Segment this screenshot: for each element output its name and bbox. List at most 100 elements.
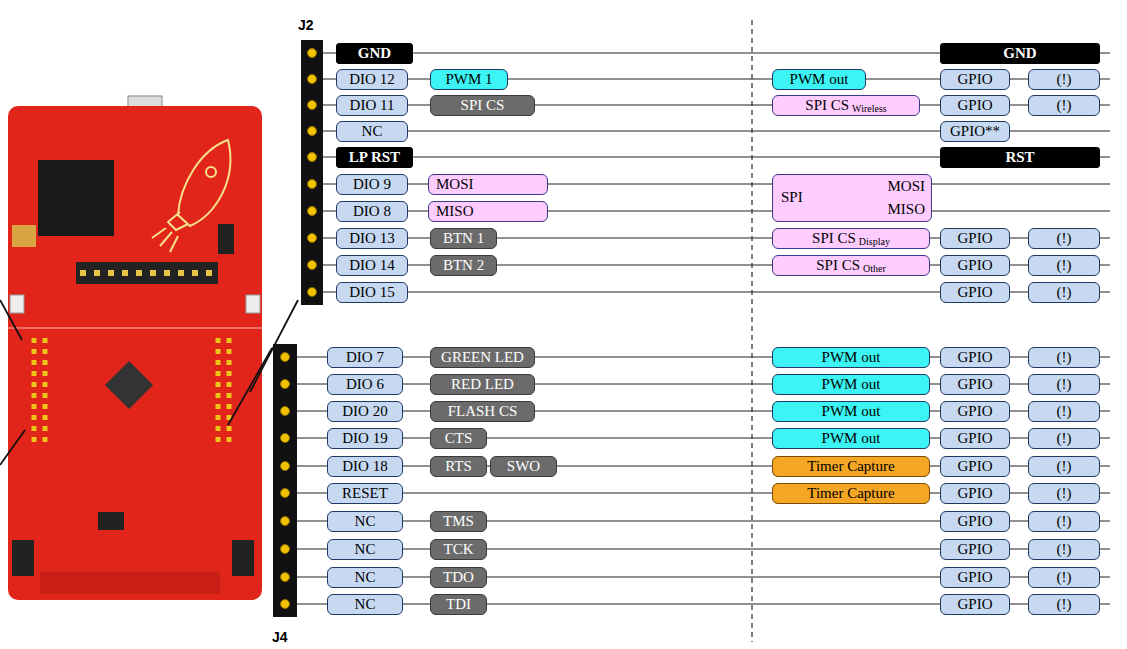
pin-label: GPIO — [957, 514, 992, 529]
pin-label: PWM 1 — [445, 72, 492, 87]
power-box: GND — [336, 43, 413, 64]
spi-signal-column: MOSIMISO — [887, 179, 925, 217]
pin-label: (!) — [1057, 72, 1072, 87]
pin-box: DIO 14 — [336, 255, 408, 276]
pin-column — [227, 338, 232, 445]
function-box: GREEN LED — [430, 347, 535, 368]
pin-label: DIO 15 — [349, 285, 394, 300]
timer-box: Timer Capture — [772, 483, 930, 504]
function-box: SWO — [490, 456, 557, 477]
pin-label: RTS — [445, 459, 472, 474]
pin-box: GPIO — [940, 95, 1010, 116]
pin-box: DIO 19 — [327, 428, 403, 449]
pin-label: GPIO — [957, 285, 992, 300]
pin-label: BTN 1 — [443, 231, 484, 246]
pin-label: (!) — [1057, 597, 1072, 612]
pin-label: GPIO — [957, 350, 992, 365]
pin-label: FLASH CS — [448, 404, 518, 419]
pin-dot — [308, 261, 317, 270]
pin-label: (!) — [1057, 377, 1072, 392]
pin-label: GPIO — [957, 570, 992, 585]
spi-box: MISO — [428, 201, 548, 222]
pin-box: GPIO — [940, 428, 1010, 449]
pin-label: RED LED — [451, 377, 514, 392]
pin-box: (!) — [1028, 456, 1100, 477]
pin-label: DIO 13 — [349, 231, 394, 246]
function-box: CTS — [430, 428, 487, 449]
leader-line — [228, 348, 272, 425]
pin-dot — [308, 101, 317, 110]
pin-box: (!) — [1028, 594, 1100, 615]
pin-column — [216, 338, 221, 445]
pin-label: SPI CS — [461, 98, 505, 113]
pin-box: DIO 9 — [336, 174, 408, 195]
pin-label: DIO 14 — [349, 258, 394, 273]
pin-box: GPIO — [940, 483, 1010, 504]
pin-label: GPIO — [957, 486, 992, 501]
pin-label: SPI CS — [805, 98, 849, 113]
function-box: RTS — [430, 456, 487, 477]
pin-label: (!) — [1057, 542, 1072, 557]
spi-box: MOSI — [428, 174, 548, 195]
pwm-box: PWM out — [772, 374, 930, 395]
header-strip — [273, 344, 297, 617]
leader-lines — [0, 300, 298, 465]
function-box: BTN 2 — [430, 255, 497, 276]
spi-cs-box: SPI CSWireless — [772, 95, 920, 116]
function-box: FLASH CS — [430, 401, 535, 422]
pin-label: NC — [355, 514, 376, 529]
pin-label: TDI — [446, 597, 471, 612]
led-jumper — [98, 512, 124, 530]
power-box: GND — [940, 43, 1100, 64]
pin-dot — [281, 434, 290, 443]
pin-dot — [281, 573, 290, 582]
pin-dot — [308, 127, 317, 136]
pin-box: GPIO — [940, 401, 1010, 422]
pin-label: GPIO — [957, 72, 992, 87]
pin-dot — [281, 489, 290, 498]
timer-box: Timer Capture — [772, 456, 930, 477]
pin-dot — [308, 234, 317, 243]
pin-label: GPIO — [957, 98, 992, 113]
pin-label: PWM out — [822, 377, 881, 392]
pin-label: PWM out — [822, 404, 881, 419]
rocket-flame — [152, 228, 178, 252]
pin-box: GPIO — [940, 539, 1010, 560]
pin-box: (!) — [1028, 374, 1100, 395]
pin-box: RESET — [327, 483, 403, 504]
pin-box: (!) — [1028, 255, 1100, 276]
antenna-area — [40, 572, 220, 594]
pin-dot — [308, 180, 317, 189]
header-pins — [281, 49, 317, 609]
pin-label: CTS — [445, 431, 473, 446]
jumper-header — [76, 262, 218, 284]
pin-box: DIO 11 — [336, 95, 408, 116]
pin-box: (!) — [1028, 401, 1100, 422]
pin-box: (!) — [1028, 567, 1100, 588]
push-button — [246, 295, 260, 313]
board-divider — [8, 327, 262, 329]
pin-label: Timer Capture — [807, 486, 894, 501]
pin-label: GPIO — [957, 431, 992, 446]
pin-label: GREEN LED — [441, 350, 524, 365]
pin-label: GPIO — [957, 258, 992, 273]
pin-label: NC — [362, 124, 383, 139]
pin-box: (!) — [1028, 95, 1100, 116]
function-box: TDI — [430, 594, 487, 615]
pin-label: PWM out — [822, 350, 881, 365]
pin-box: NC — [336, 121, 408, 142]
pin-label: MISO — [436, 204, 474, 219]
pin-label: GPIO — [957, 597, 992, 612]
pin-label: Display — [859, 237, 890, 247]
power-box: LP RST — [336, 147, 413, 168]
pin-label: (!) — [1057, 350, 1072, 365]
board-pcb — [8, 106, 262, 600]
pin-label: NC — [355, 542, 376, 557]
pin-column — [43, 338, 48, 445]
pin-label: (!) — [1057, 98, 1072, 113]
pin-label: DIO 12 — [349, 72, 394, 87]
pin-box: GPIO — [940, 347, 1010, 368]
pin-box: DIO 20 — [327, 401, 403, 422]
pin-wires — [285, 53, 1110, 604]
